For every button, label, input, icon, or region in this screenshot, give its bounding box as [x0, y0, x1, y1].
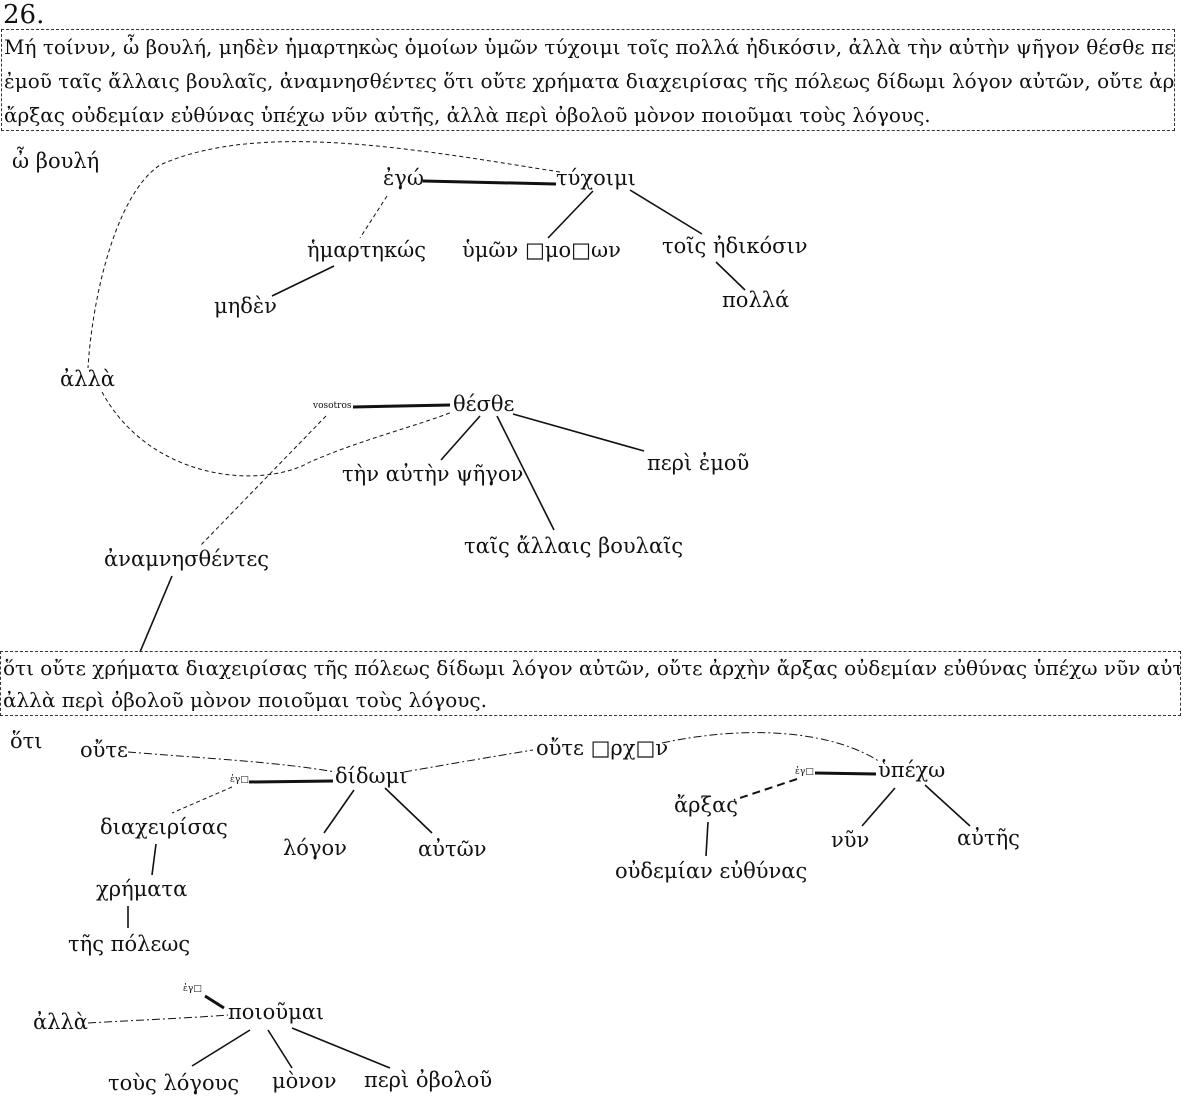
link-oute-didomi	[127, 751, 336, 773]
link-didomi-oute-archen	[403, 749, 534, 773]
word-ego: ἐγώ	[383, 166, 424, 190]
link-oute-archen-hypecho	[661, 732, 881, 763]
link-vosotros-thesthe	[352, 403, 451, 409]
word-vosotros: vosotros	[313, 401, 352, 411]
link-hypecho-nyn	[861, 787, 896, 827]
word-tois-edikosin: τοῖς ἠδικόσιν	[662, 234, 808, 258]
word-auton: αὐτῶν	[418, 837, 487, 861]
link-ego-hypecho	[814, 771, 877, 776]
link-hypecho-autes	[924, 784, 971, 827]
word-ten-auten-psegon: τὴν αὐτὴν ψῆγον	[342, 462, 524, 486]
word-peri-emou: περὶ ἐμοῦ	[647, 451, 750, 475]
link-tychoimi-tois	[629, 189, 703, 235]
word-alla: ἀλλὰ	[60, 367, 115, 391]
link-ego-arxas	[733, 778, 798, 801]
link-thesthe-boulais	[496, 415, 555, 531]
subordinate-clause-box: ὅτι οὔτε χρήματα διαχειρίσας τῆς πόλεως …	[0, 651, 1181, 716]
link-didomi-logon	[323, 789, 355, 834]
link-edikosin-polla	[715, 261, 746, 291]
word-autes: αὐτῆς	[957, 826, 1020, 850]
word-didomi: δίδωμι	[335, 764, 408, 788]
word-polla: πολλά	[722, 288, 790, 312]
passage-line: ὅτι οὔτε χρήματα διαχειρίσας τῆς πόλεως …	[3, 656, 1181, 680]
word-anamnesthentes: ἀναμνησθέντες	[104, 547, 270, 571]
link-arxas-oudemian	[705, 821, 709, 857]
word-tous-logous: τοὺς λόγους	[108, 1071, 240, 1095]
link-ego-tychoimi	[422, 179, 557, 186]
word-meden: μηδὲν	[214, 294, 277, 318]
link-thesthe-psegon	[440, 415, 481, 461]
link-diacheirisas-chremata	[151, 843, 157, 876]
passage-line: Μή τοίνυν, ὦ βουλή, μηδὲν ἡμαρτηκὼς ὁμοί…	[4, 35, 1175, 59]
link-vosotros-anamnesthentes	[199, 415, 327, 547]
word-hypecho: ὑπέχω	[878, 758, 946, 782]
word-monon: μὸνον	[272, 1069, 337, 1093]
link-alla-poioumai	[87, 1014, 229, 1024]
link-alla-thesthe-arc	[101, 391, 453, 477]
link-ego-poioumai	[204, 994, 225, 1010]
link-poioumai-monon	[267, 1029, 293, 1069]
word-ego-implied: ἐγ□	[183, 984, 202, 994]
passage-line: ἐμοῦ ταῖς ἄλλαις βουλαῖς, ἀναμνησθέντες …	[4, 69, 1175, 93]
word-oute: οὔτε	[80, 738, 128, 762]
word-logon: λόγον	[283, 836, 347, 860]
word-tychoimi: τύχοιμι	[556, 166, 636, 190]
word-alla: ἀλλὰ	[33, 1010, 88, 1034]
word-ego-implied: ἐγ□	[230, 775, 249, 785]
link-hemartekos-meden	[271, 265, 335, 297]
word-poioumai: ποιοῦμαι	[228, 1000, 325, 1024]
link-poioumai-peri	[291, 1027, 391, 1069]
word-oudemian-euthynas: οὐδεμίαν εὐθύνας	[615, 859, 808, 883]
word-peri-obolou: περὶ ὀβολοῦ	[364, 1068, 493, 1092]
word-tes-poleos: τῆς πόλεως	[68, 932, 191, 956]
word-o-boule: ὦ βουλή	[12, 149, 100, 173]
word-hymon-homoion: ὑμῶν □μο□ων	[462, 238, 621, 262]
link-tychoimi-alla-arc	[87, 141, 561, 369]
link-didomi-auton	[384, 787, 433, 834]
exercise-number: 26.	[3, 0, 45, 30]
link-ego-didomi	[248, 779, 334, 784]
link-ego-hemartekos	[359, 195, 388, 239]
word-arxas: ἄρξας	[674, 793, 739, 817]
link-anamnesthentes-hoti	[139, 575, 173, 653]
link-poioumai-tous	[191, 1029, 251, 1067]
word-tais-allais-boulais: ταῖς ἄλλαις βουλαῖς	[464, 534, 684, 558]
word-hemartekos: ἡμαρτηκώς	[307, 238, 426, 262]
word-ego-implied: ἐγ□	[795, 767, 814, 777]
word-oute-archen: οὔτε □ρχ□ν	[536, 736, 669, 760]
word-nyn: νῦν	[831, 828, 870, 852]
source-passage-box: Μή τοίνυν, ὦ βουλή, μηδὲν ἡμαρτηκὼς ὁμοί…	[1, 29, 1175, 131]
word-chremata: χρήματα	[96, 877, 188, 901]
passage-line: ἄρξας οὐδεμίαν εὐθύνας ὑπέχω νῦν αὐτῆς, …	[4, 103, 931, 127]
passage-line: ἀλλὰ περὶ ὀβολοῦ μὸνον ποιοῦμαι τοὺς λόγ…	[3, 688, 487, 712]
word-hoti: ὅτι	[10, 729, 43, 753]
link-tychoimi-hymon	[547, 190, 594, 239]
link-thesthe-peri	[512, 413, 645, 452]
link-ego-diacheirisas	[171, 786, 233, 814]
word-diacheirisas: διαχειρίσας	[100, 815, 228, 839]
word-thesthe: θέσθε	[453, 392, 515, 416]
